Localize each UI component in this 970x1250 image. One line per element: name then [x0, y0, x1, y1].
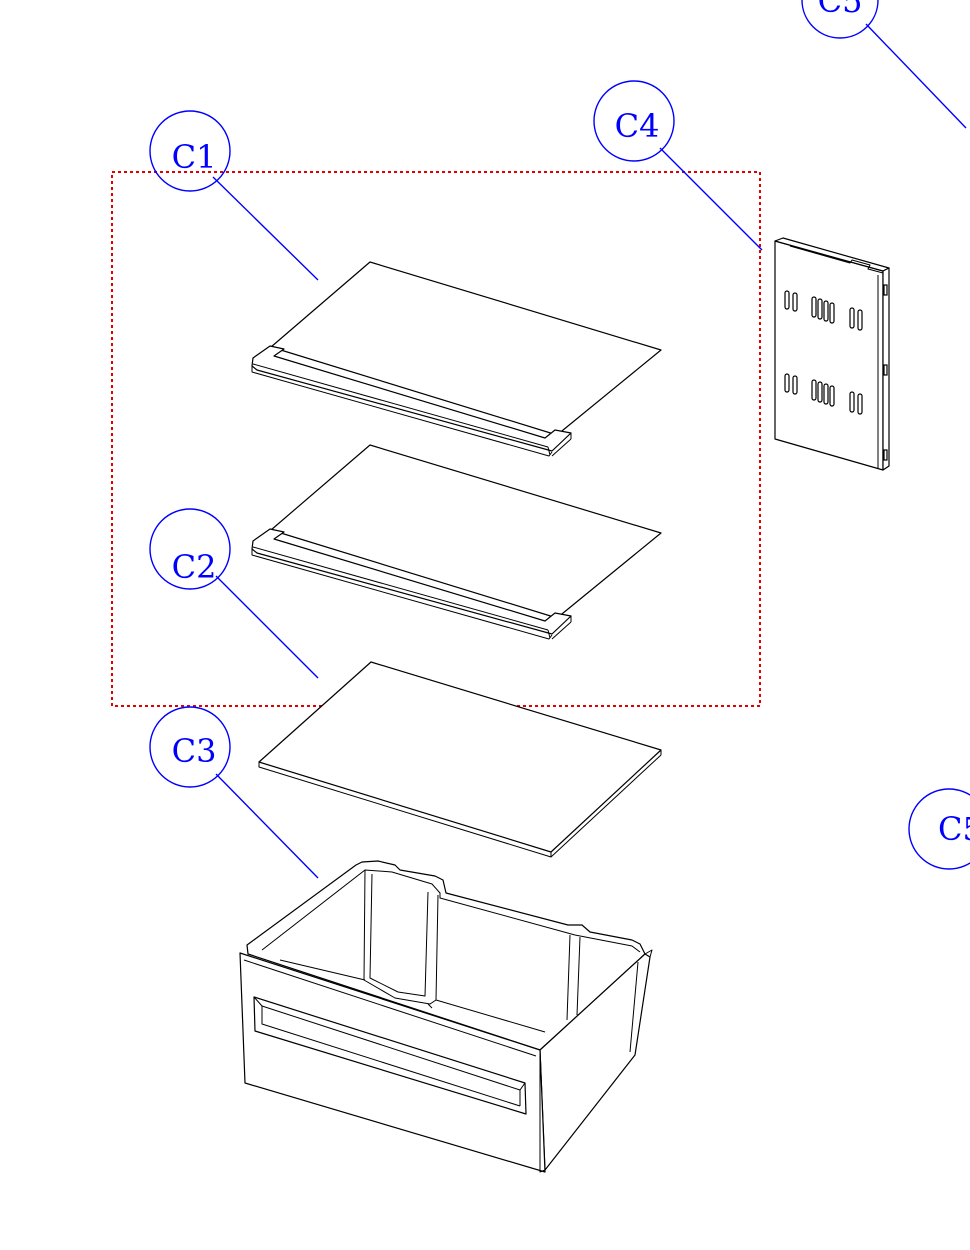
callout-c5-top: C5	[801, 0, 967, 129]
callout-c5-top-circle	[801, 0, 879, 39]
callout-c3: C3	[149, 706, 319, 879]
callout-c5-right: C5	[908, 788, 970, 870]
callout-c5-top-leader	[865, 23, 967, 129]
callout-c1-circle	[149, 110, 231, 192]
vent-slots-upper	[784, 290, 863, 331]
shelf-group-box	[111, 171, 761, 707]
callout-c5-right-circle	[908, 788, 970, 870]
callout-c4-circle	[593, 80, 675, 162]
callout-c4-leader	[659, 147, 763, 251]
callout-c4: C4	[593, 80, 763, 251]
callout-c2-circle	[149, 508, 231, 590]
part-c3-crisper-drawer	[239, 860, 653, 1173]
callout-c1-leader	[212, 176, 319, 281]
callout-c5-top-label: C5	[818, 0, 863, 20]
callout-c4-label: C4	[615, 107, 660, 145]
callout-c1: C1	[149, 110, 319, 281]
callout-c2-label: C2	[172, 548, 217, 586]
callout-c5-right-label: C5	[938, 810, 970, 848]
vent-slots-lower	[784, 373, 863, 415]
part-c1-glass-shelf-middle	[251, 444, 662, 640]
part-c2-glass-plate	[258, 661, 662, 858]
callout-c3-leader	[215, 773, 319, 879]
callout-c2-leader	[215, 575, 319, 679]
callout-c2: C2	[149, 508, 319, 679]
callout-c1-label: C1	[172, 138, 217, 176]
callout-c3-circle	[149, 706, 231, 788]
callout-c3-label: C3	[172, 732, 217, 770]
part-c4-side-panel	[774, 237, 890, 471]
part-c1-glass-shelf-top	[251, 261, 662, 457]
